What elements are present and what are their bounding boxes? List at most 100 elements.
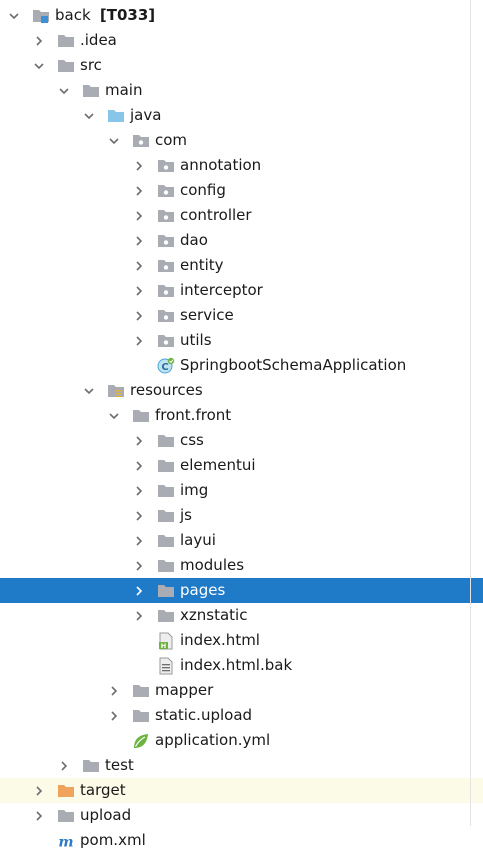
- tree-node-label: config: [180, 181, 226, 199]
- expand-arrow-icon[interactable]: [83, 103, 95, 128]
- collapse-arrow-icon[interactable]: [133, 228, 145, 253]
- tree-node-annotation[interactable]: annotation: [0, 153, 483, 178]
- collapse-arrow-icon[interactable]: [33, 28, 45, 53]
- collapse-arrow-icon[interactable]: [133, 578, 145, 603]
- collapse-arrow-icon[interactable]: [133, 153, 145, 178]
- tree-node-label: pages: [180, 581, 226, 599]
- spring-boot-class-icon: C: [157, 353, 175, 378]
- collapse-arrow-icon[interactable]: [58, 753, 70, 778]
- collapse-arrow-icon[interactable]: [133, 203, 145, 228]
- folder-icon: [57, 53, 75, 78]
- tree-node-label: index.html: [180, 631, 260, 649]
- tree-node-back[interactable]: back [T033]: [0, 3, 483, 28]
- tree-node-label: service: [180, 306, 234, 324]
- tree-node-label: target: [80, 781, 126, 799]
- tree-node-com[interactable]: com: [0, 128, 483, 153]
- expand-arrow-icon[interactable]: [8, 3, 20, 28]
- folder-icon: [82, 78, 100, 103]
- tree-node-static-upload[interactable]: static.upload: [0, 703, 483, 728]
- collapse-arrow-icon[interactable]: [133, 278, 145, 303]
- expand-arrow-icon[interactable]: [33, 53, 45, 78]
- collapse-arrow-icon[interactable]: [133, 428, 145, 453]
- tree-node-modules[interactable]: modules: [0, 553, 483, 578]
- tree-node-label: SpringbootSchemaApplication: [180, 356, 407, 374]
- tree-node--idea[interactable]: .idea: [0, 28, 483, 53]
- collapse-arrow-icon[interactable]: [133, 178, 145, 203]
- tree-node-test[interactable]: test: [0, 753, 483, 778]
- collapse-arrow-icon[interactable]: [133, 253, 145, 278]
- spring-yml-icon: [132, 728, 150, 753]
- text-file-icon: [157, 653, 175, 678]
- tree-node-entity[interactable]: entity: [0, 253, 483, 278]
- tree-node-resources[interactable]: resources: [0, 378, 483, 403]
- tree-node-layui[interactable]: layui: [0, 528, 483, 553]
- tree-node-upload[interactable]: upload: [0, 803, 483, 828]
- collapse-arrow-icon[interactable]: [133, 603, 145, 628]
- tree-node-label: java: [130, 106, 162, 124]
- tree-node-application-yml[interactable]: application.yml: [0, 728, 483, 753]
- tree-node-label: elementui: [180, 456, 256, 474]
- tree-node-label: src: [80, 56, 102, 74]
- tree-node-label: test: [105, 756, 134, 774]
- tree-node-label: img: [180, 481, 209, 499]
- collapse-arrow-icon[interactable]: [33, 803, 45, 828]
- collapse-arrow-icon[interactable]: [133, 528, 145, 553]
- collapse-arrow-icon[interactable]: [133, 303, 145, 328]
- tree-node-front-front[interactable]: front.front: [0, 403, 483, 428]
- tree-node-service[interactable]: service: [0, 303, 483, 328]
- package-icon: [132, 128, 150, 153]
- tree-node-controller[interactable]: controller: [0, 203, 483, 228]
- tree-node-main[interactable]: main: [0, 78, 483, 103]
- tree-node-index-html-bak[interactable]: index.html.bak: [0, 653, 483, 678]
- folder-icon: [157, 603, 175, 628]
- tree-node-label: mapper: [155, 681, 214, 699]
- tree-node-js[interactable]: js: [0, 503, 483, 528]
- tree-node-pages[interactable]: pages: [0, 578, 483, 603]
- expand-arrow-icon[interactable]: [108, 128, 120, 153]
- collapse-arrow-icon[interactable]: [133, 478, 145, 503]
- tree-node-target[interactable]: target: [0, 778, 483, 803]
- collapse-arrow-icon[interactable]: [133, 453, 145, 478]
- tree-node-dao[interactable]: dao: [0, 228, 483, 253]
- collapse-arrow-icon[interactable]: [133, 553, 145, 578]
- tree-node-java[interactable]: java: [0, 103, 483, 128]
- folder-icon: [132, 403, 150, 428]
- tree-node-label: interceptor: [180, 281, 263, 299]
- tree-node-xznstatic[interactable]: xznstatic: [0, 603, 483, 628]
- tree-node-utils[interactable]: utils: [0, 328, 483, 353]
- panel-divider: [470, 0, 471, 826]
- collapse-arrow-icon[interactable]: [33, 778, 45, 803]
- tree-node-label: front.front: [155, 406, 232, 424]
- package-icon: [157, 303, 175, 328]
- collapse-arrow-icon[interactable]: [133, 503, 145, 528]
- folder-icon: [157, 578, 175, 603]
- tree-node-css[interactable]: css: [0, 428, 483, 453]
- expand-arrow-icon[interactable]: [58, 78, 70, 103]
- tree-node-src[interactable]: src: [0, 53, 483, 78]
- svg-text:H: H: [161, 642, 166, 650]
- collapse-arrow-icon[interactable]: [133, 328, 145, 353]
- tree-node-mapper[interactable]: mapper: [0, 678, 483, 703]
- folder-icon: [157, 453, 175, 478]
- expand-arrow-icon[interactable]: [108, 403, 120, 428]
- folder-icon: [157, 553, 175, 578]
- tree-node-elementui[interactable]: elementui: [0, 453, 483, 478]
- folder-icon: [132, 678, 150, 703]
- collapse-arrow-icon[interactable]: [108, 678, 120, 703]
- tree-node-label: upload: [80, 806, 132, 824]
- tree-node-img[interactable]: img: [0, 478, 483, 503]
- collapse-arrow-icon[interactable]: [108, 703, 120, 728]
- tree-node-springbootschemaapplication[interactable]: C SpringbootSchemaApplication: [0, 353, 483, 378]
- svg-text:C: C: [161, 362, 168, 373]
- folder-icon: [57, 803, 75, 828]
- tree-node-label: entity: [180, 256, 224, 274]
- expand-arrow-icon[interactable]: [83, 378, 95, 403]
- package-icon: [157, 228, 175, 253]
- package-icon: [157, 203, 175, 228]
- package-icon: [157, 153, 175, 178]
- tree-node-config[interactable]: config: [0, 178, 483, 203]
- tree-node-label: css: [180, 431, 204, 449]
- tree-node-interceptor[interactable]: interceptor: [0, 278, 483, 303]
